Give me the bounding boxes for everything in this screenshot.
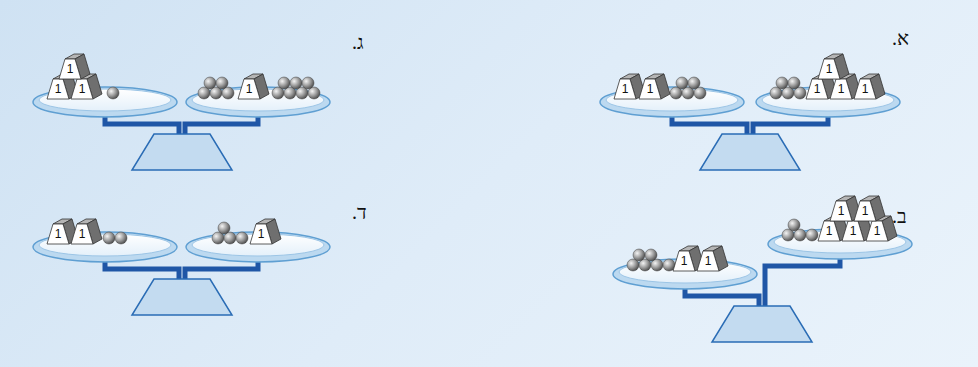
weight-value: 1	[702, 254, 714, 268]
weight-value: 1	[644, 82, 656, 96]
scale-base	[700, 134, 800, 170]
weight-front	[47, 224, 69, 244]
item-letter: א.	[892, 26, 909, 50]
weight-value: 1	[52, 82, 64, 96]
weight-value: 1	[64, 62, 76, 76]
weight-value: 1	[859, 82, 871, 96]
weight-value: 1	[811, 82, 823, 96]
ball	[216, 77, 228, 89]
weight-front	[854, 79, 876, 99]
weight-front	[806, 79, 828, 99]
weight-front	[830, 79, 852, 99]
weight-value: 1	[76, 82, 88, 96]
ball	[204, 77, 216, 89]
ball	[218, 222, 230, 234]
ball	[806, 229, 818, 241]
ball	[290, 77, 302, 89]
ball	[278, 77, 290, 89]
weight-front	[614, 79, 636, 99]
ball	[645, 249, 657, 261]
ball	[107, 87, 119, 99]
weight-value: 1	[871, 224, 883, 238]
weight-front	[71, 224, 93, 244]
ball	[302, 77, 314, 89]
scale-base	[712, 306, 812, 342]
scale-base	[132, 134, 232, 170]
weight-front	[71, 79, 93, 99]
weight-front	[697, 251, 719, 271]
weight-front	[830, 201, 852, 221]
ball	[776, 77, 788, 89]
weight-value: 1	[835, 82, 847, 96]
weight-front	[250, 224, 272, 244]
weight-value: 1	[678, 254, 690, 268]
weight-front	[673, 251, 695, 271]
weight-value: 1	[76, 227, 88, 241]
ball	[688, 77, 700, 89]
weight-front	[47, 79, 69, 99]
weight-value: 1	[52, 227, 64, 241]
scale-base	[132, 279, 232, 315]
weight-value: 1	[243, 82, 255, 96]
item-letter: ב.	[892, 204, 907, 228]
ball	[115, 232, 127, 244]
weight-value: 1	[823, 62, 835, 76]
weight-front	[842, 221, 864, 241]
weight-front	[59, 59, 81, 79]
ball	[788, 77, 800, 89]
weight-front	[238, 79, 260, 99]
weight-front	[818, 59, 840, 79]
item-letter: ד.	[352, 200, 367, 224]
weight-value: 1	[835, 204, 847, 218]
ball	[676, 77, 688, 89]
weight-value: 1	[847, 224, 859, 238]
weight-front	[639, 79, 661, 99]
weight-value: 1	[619, 82, 631, 96]
weight-value: 1	[823, 224, 835, 238]
item-letter: ג.	[352, 30, 364, 54]
weight-front	[854, 201, 876, 221]
ball	[103, 232, 115, 244]
ball	[788, 219, 800, 231]
weight-value: 1	[255, 227, 267, 241]
ball	[633, 249, 645, 261]
weight-front	[818, 221, 840, 241]
weight-value: 1	[859, 204, 871, 218]
weight-front	[866, 221, 888, 241]
ball	[236, 232, 248, 244]
